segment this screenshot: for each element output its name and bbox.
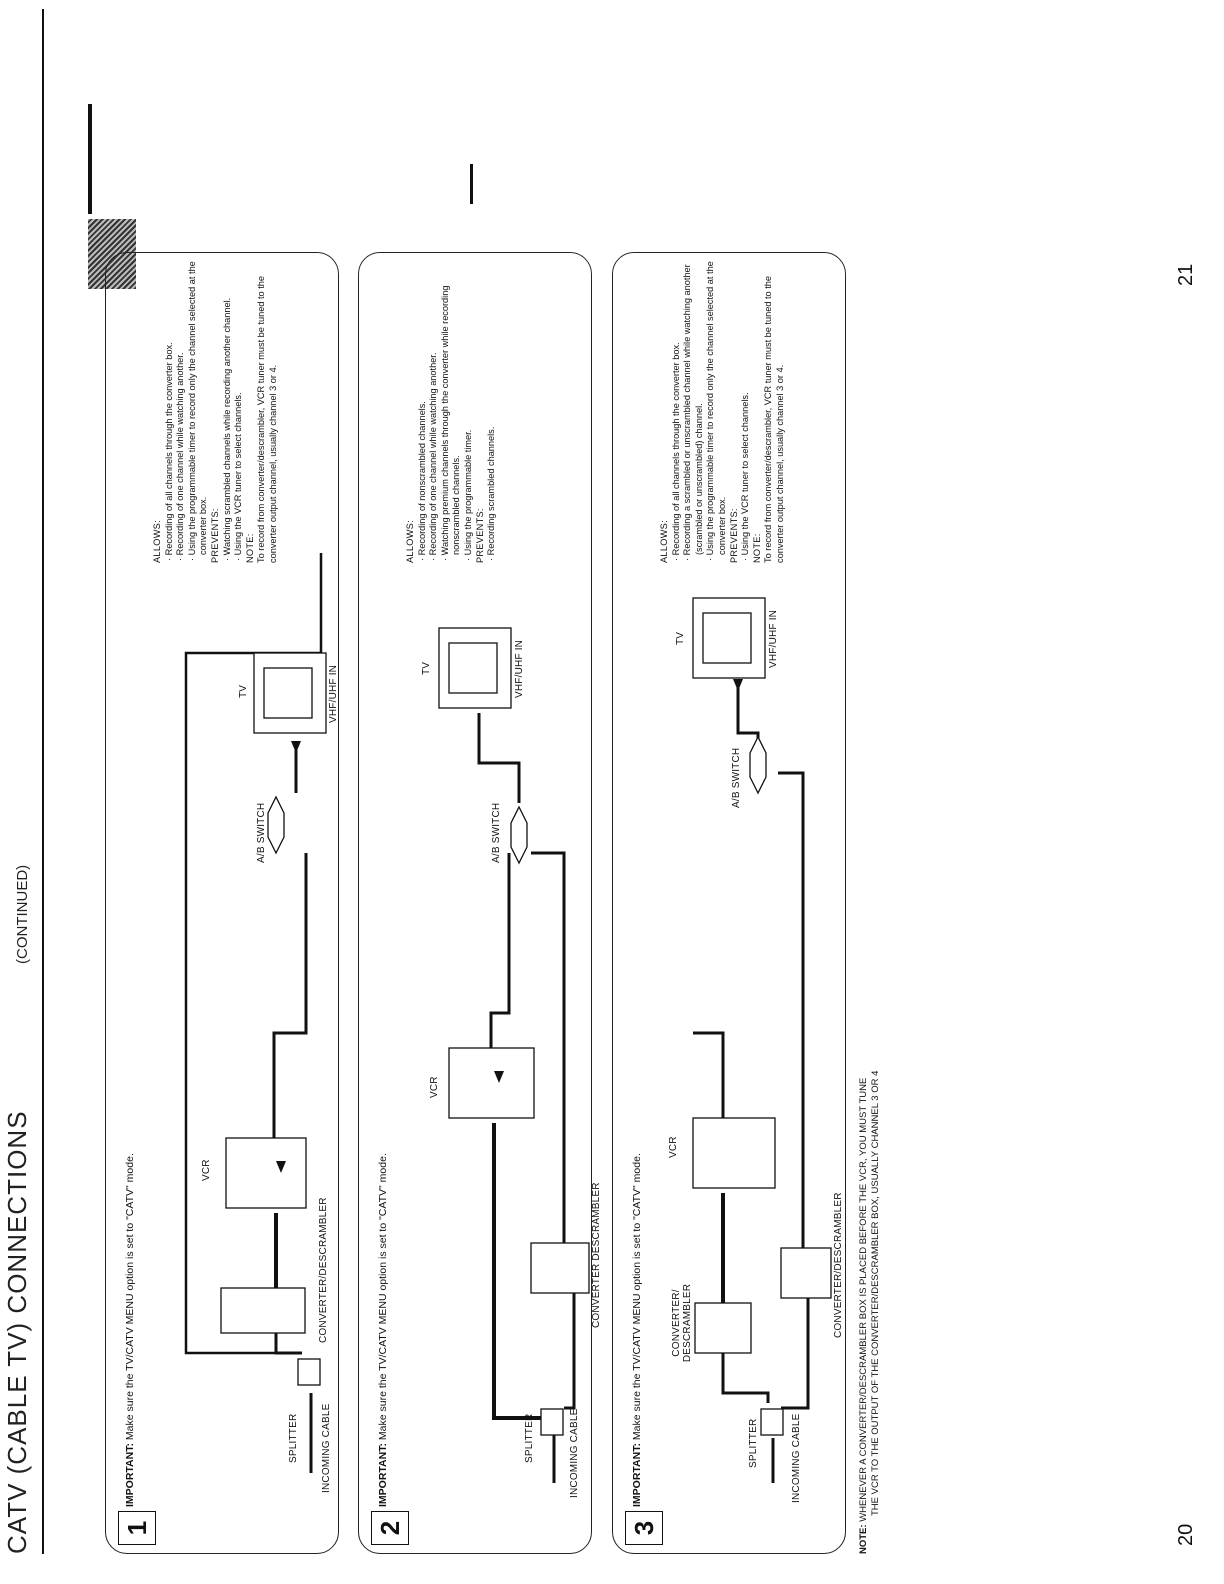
ab-switch-label: A/B SWITCH [491, 802, 502, 863]
converter-device [530, 1242, 590, 1294]
ab-switch-label: A/B SWITCH [256, 802, 267, 863]
arrow-icon [494, 1071, 504, 1083]
connection-panel-2: 2 IMPORTANT: Make sure the TV/CATV MENU … [358, 252, 602, 1554]
connection-diagram [184, 553, 327, 1473]
allows-heading: ALLOWS: [405, 520, 415, 563]
panel-info: ALLOWS: · Recording of all channels thro… [659, 258, 787, 563]
allows-item: · Using the programmable timer to record… [186, 261, 209, 561]
connection-diagram [692, 597, 832, 1483]
converter-to-ab-wire [778, 771, 805, 1253]
panel-info: ALLOWS: · Recording of nonscrambled chan… [405, 258, 498, 563]
connection-panel-1: 1 IMPORTANT: Make sure the TV/CATV MENU … [105, 252, 339, 1554]
note-text: To record from converter/descrambler, VC… [763, 276, 785, 563]
vcr-device [225, 1137, 307, 1209]
tv-input-label: VHF/UHF IN [768, 609, 779, 668]
prevents-item: · Using the VCR tuner to select channels… [740, 392, 751, 561]
converter-label: CONVERTER/DESCRAMBLER [318, 1197, 329, 1343]
connection-panel-3: 3 IMPORTANT: Make sure the TV/CATV MENU … [612, 252, 846, 1554]
tv-screen [448, 642, 498, 694]
note-heading: NOTE: [751, 533, 762, 563]
edge-mark [470, 164, 473, 204]
splitter-device [760, 1408, 784, 1436]
allows-heading: ALLOWS: [152, 520, 162, 563]
footer-note-line-2: THE VCR TO THE OUTPUT OF THE CONVERTER/D… [870, 1070, 881, 1516]
vcr-to-ab-wire [272, 853, 308, 1173]
converter-label: CONVERTER DESCRAMBLER [591, 1182, 602, 1328]
tv-label: TV [238, 684, 249, 698]
tv-input-label: VHF/UHF IN [328, 664, 339, 723]
allows-item: · Watching premium channels through the … [439, 285, 462, 561]
allows-item: · Recording of one channel while watchin… [175, 352, 186, 561]
ab-to-tv-wire [477, 713, 521, 803]
converter-top-device [694, 1302, 752, 1354]
splitter-label: SPLITTER [748, 1418, 759, 1468]
splitter-to-converter-bottom-wire [781, 1298, 810, 1410]
ab-switch-device [749, 735, 767, 795]
footer-note-line-1: WHENEVER A CONVERTER/DESCRAMBLER BOX IS … [858, 1077, 869, 1522]
prevents-item: · Watching scrambled channels while reco… [221, 297, 232, 561]
panel-info: ALLOWS: · Recording of all channels thro… [152, 258, 280, 563]
tv-input-label: VHF/UHF IN [514, 639, 525, 698]
converter-bottom-device [780, 1247, 832, 1299]
allows-heading: ALLOWS: [659, 520, 669, 563]
converter-label: CONVERTER/DESCRAMBLER [833, 1192, 844, 1338]
converter-to-ab-wire [531, 851, 566, 1253]
ab-switch-label: A/B SWITCH [731, 747, 742, 808]
prevents-item: · Recording scrambled channels. [486, 426, 497, 561]
incoming-cable-label: INCOMING CABLE [569, 1408, 580, 1498]
allows-item: · Recording of all channels through the … [163, 342, 174, 561]
ab-switch-device [510, 805, 528, 865]
allows-item: · Using the programmable timer. [462, 429, 473, 561]
prevents-heading: PREVENTS: [474, 508, 485, 563]
vcr-label: VCR [668, 1136, 679, 1158]
vcr-to-ab-wire [693, 1031, 725, 1123]
splitter-to-ab-wire [184, 553, 323, 1355]
prevents-item: · Using the VCR tuner to select channels… [233, 392, 244, 561]
splitter-device [297, 1358, 321, 1386]
converter-device [220, 1287, 306, 1334]
splitter-to-converter-top-wire [721, 1353, 770, 1403]
allows-item: · Using the programmable timer to record… [705, 261, 727, 561]
prevents-heading: PREVENTS: [209, 508, 220, 563]
continued-label: (CONTINUED) [14, 864, 31, 964]
allows-item: · Recording of all channels through the … [670, 342, 681, 561]
splitter-label: SPLITTER [288, 1413, 299, 1463]
vcr-device [448, 1047, 535, 1119]
arrow-icon [733, 679, 743, 691]
allows-item: · Recording of nonscrambled channels. [416, 401, 427, 561]
ab-switch-device [267, 795, 285, 855]
footer-note-label: NOTE: [858, 1524, 869, 1554]
page-number-left: 20 [1175, 1523, 1197, 1546]
incoming-cable-label: INCOMING CABLE [321, 1403, 332, 1493]
page-title: CATV (CABLE TV) CONNECTIONS [2, 1110, 32, 1554]
splitter-device [540, 1408, 564, 1436]
vcr-label: VCR [429, 1076, 440, 1098]
note-heading: NOTE: [244, 533, 255, 563]
tv-screen [702, 612, 752, 664]
vcr-label: VCR [201, 1159, 212, 1181]
prevents-heading: PREVENTS: [728, 508, 739, 563]
vcr-device [692, 1117, 776, 1189]
splitter-to-converter-wire [564, 1283, 576, 1410]
connection-diagram [438, 627, 590, 1483]
converter-top-label: CONVERTER/ DESCRAMBLER [671, 1283, 693, 1363]
page-number-right: 21 [1175, 263, 1197, 286]
language-tab-bar [88, 104, 92, 214]
tv-label: TV [421, 661, 432, 675]
allows-item: · Recording a scrambled or unscrambled c… [682, 264, 704, 561]
note-text: To record from converter/descrambler, VC… [256, 276, 278, 563]
arrow-icon [291, 741, 301, 753]
allows-item: · Recording of one channel while watchin… [428, 352, 439, 561]
splitter-to-vcr-wire [492, 1123, 544, 1420]
tv-screen [263, 667, 313, 719]
arrow-icon [276, 1161, 286, 1173]
footer-note: NOTE: WHENEVER A CONVERTER/DESCRAMBLER B… [858, 1071, 882, 1554]
header-rule [42, 9, 44, 1554]
incoming-cable-label: INCOMING CABLE [791, 1413, 802, 1503]
tv-label: TV [675, 631, 686, 645]
splitter-label: SPLITTER [524, 1413, 535, 1463]
